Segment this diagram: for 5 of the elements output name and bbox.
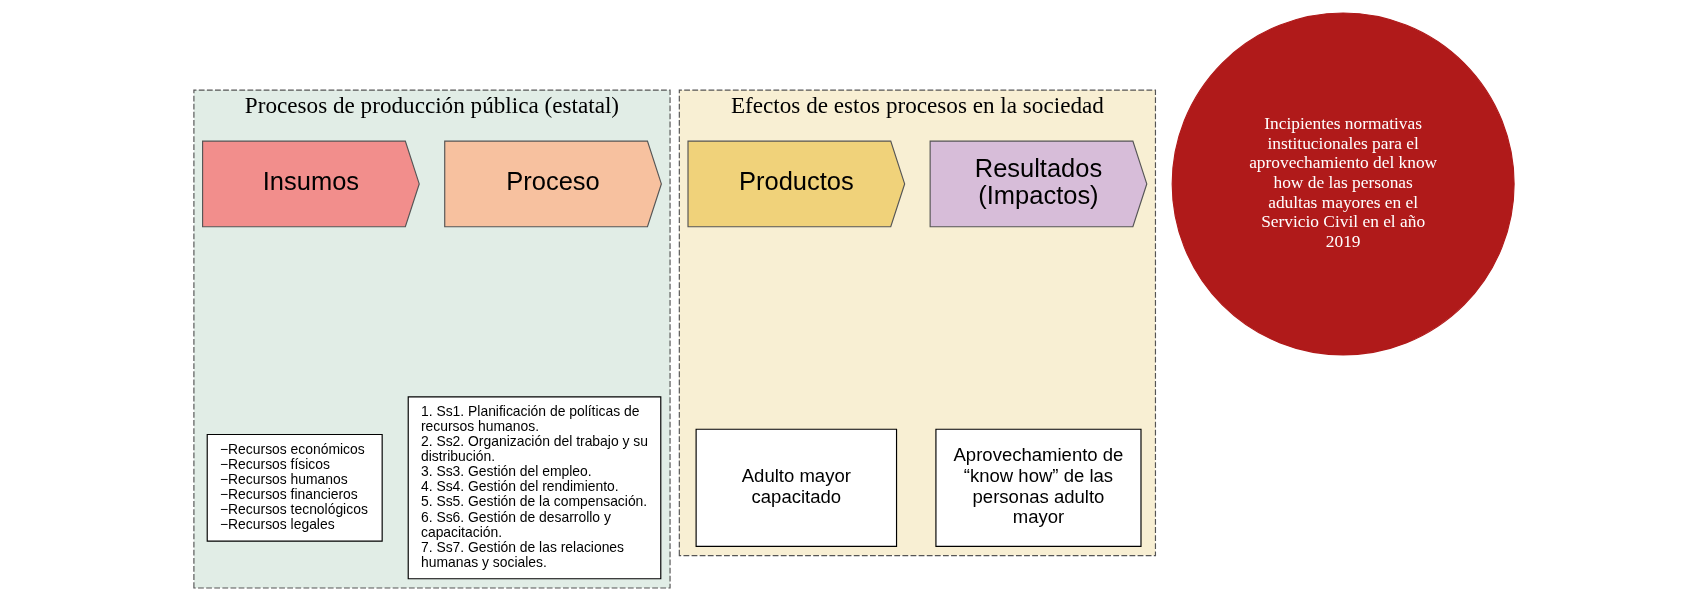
node-box: Aprovechamiento de “know how” de las personas adulto mayor — [934, 428, 1142, 547]
node-box: −Recursos económicos −Recursos físicos −Recursos humanos −Recursos financieros −Recursos tecnológicos −Recursos legales — [206, 433, 383, 542]
node-box: 1. Ss1. Planificación de políticas de recursos humanos. 2. Ss2. Organización del trabajo y su distribución. 3. Ss3. Gestión del empleo. 4. Ss4. Gestión del rendimiento. 5. Ss5. Gestión de la compensación. 6. Ss6. Gestión de desarrollo y capacitación. 7. Ss7. Gestión de las relaciones humanas y sociales. — [407, 396, 661, 580]
node-box: Adulto mayor capacitado — [695, 428, 897, 547]
node-circle: Incipientes normativas institucionales para el aprovechamiento del know how de las personas adultas mayores en el Servicio Civil en el año 2019 — [1171, 12, 1515, 356]
